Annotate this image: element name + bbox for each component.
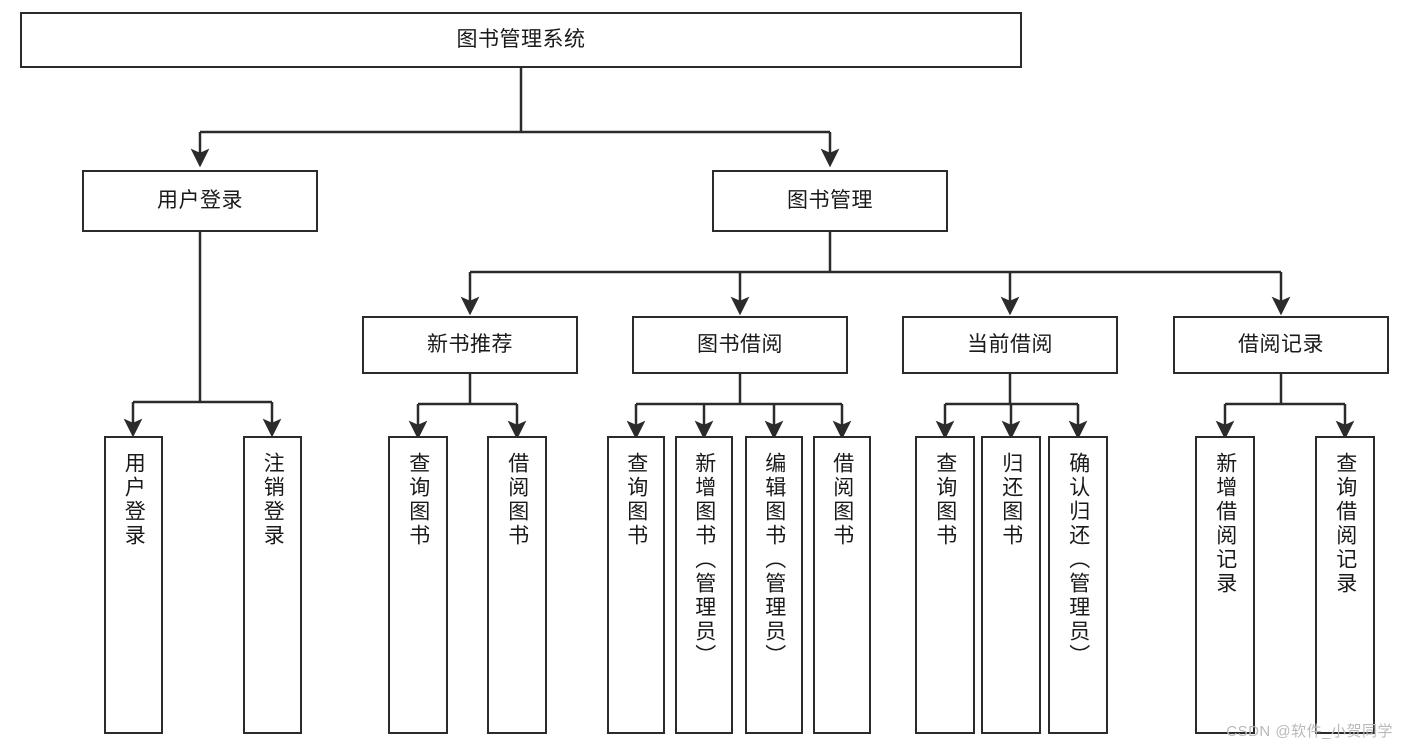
- node-label: 用户登录: [122, 452, 146, 548]
- leaf-borrow-books-borrow[interactable]: 借阅图书: [813, 436, 871, 734]
- node-label: 当前借阅: [967, 332, 1053, 356]
- node-label: 新增借阅记录: [1213, 452, 1237, 596]
- node-new-book-recommend[interactable]: 新书推荐: [362, 316, 578, 374]
- node-current-borrow[interactable]: 当前借阅: [902, 316, 1118, 374]
- node-label: 新增图书（管理员）: [692, 452, 716, 668]
- node-label: 借阅图书: [830, 452, 854, 548]
- node-label: 借阅记录: [1238, 332, 1324, 356]
- node-label: 借阅图书: [505, 452, 529, 548]
- node-label: 编辑图书（管理员）: [762, 452, 786, 668]
- leaf-user-login[interactable]: 用户登录: [104, 436, 163, 734]
- node-label: 确认归还（管理员）: [1066, 452, 1090, 668]
- node-root-system[interactable]: 图书管理系统: [20, 12, 1022, 68]
- node-label: 图书管理系统: [456, 27, 586, 51]
- leaf-logout[interactable]: 注销登录: [243, 436, 302, 734]
- node-label: 用户登录: [157, 188, 243, 212]
- leaf-return-books[interactable]: 归还图书: [981, 436, 1041, 734]
- node-label: 查询借阅记录: [1333, 452, 1357, 596]
- node-book-management[interactable]: 图书管理: [712, 170, 948, 232]
- watermark: CSDN @软件_小贺同学: [1226, 723, 1393, 740]
- node-user-login[interactable]: 用户登录: [82, 170, 318, 232]
- node-label: 查询图书: [406, 452, 430, 548]
- leaf-search-borrow-record[interactable]: 查询借阅记录: [1315, 436, 1375, 734]
- node-label: 归还图书: [999, 452, 1023, 548]
- node-label: 新书推荐: [427, 332, 513, 356]
- leaf-add-book-admin[interactable]: 新增图书（管理员）: [675, 436, 733, 734]
- leaf-borrow-books-newbooks[interactable]: 借阅图书: [487, 436, 547, 734]
- leaf-search-books-borrow[interactable]: 查询图书: [607, 436, 665, 734]
- node-label: 查询图书: [933, 452, 957, 548]
- node-label: 查询图书: [624, 452, 648, 548]
- leaf-add-borrow-record[interactable]: 新增借阅记录: [1195, 436, 1255, 734]
- node-book-borrow[interactable]: 图书借阅: [632, 316, 848, 374]
- node-label: 图书借阅: [697, 332, 783, 356]
- node-label: 图书管理: [787, 188, 873, 212]
- leaf-search-books-current[interactable]: 查询图书: [915, 436, 975, 734]
- node-borrow-records[interactable]: 借阅记录: [1173, 316, 1389, 374]
- leaf-edit-book-admin[interactable]: 编辑图书（管理员）: [745, 436, 803, 734]
- node-label: 注销登录: [261, 452, 285, 548]
- leaf-confirm-return-admin[interactable]: 确认归还（管理员）: [1048, 436, 1108, 734]
- leaf-search-books-newbooks[interactable]: 查询图书: [388, 436, 448, 734]
